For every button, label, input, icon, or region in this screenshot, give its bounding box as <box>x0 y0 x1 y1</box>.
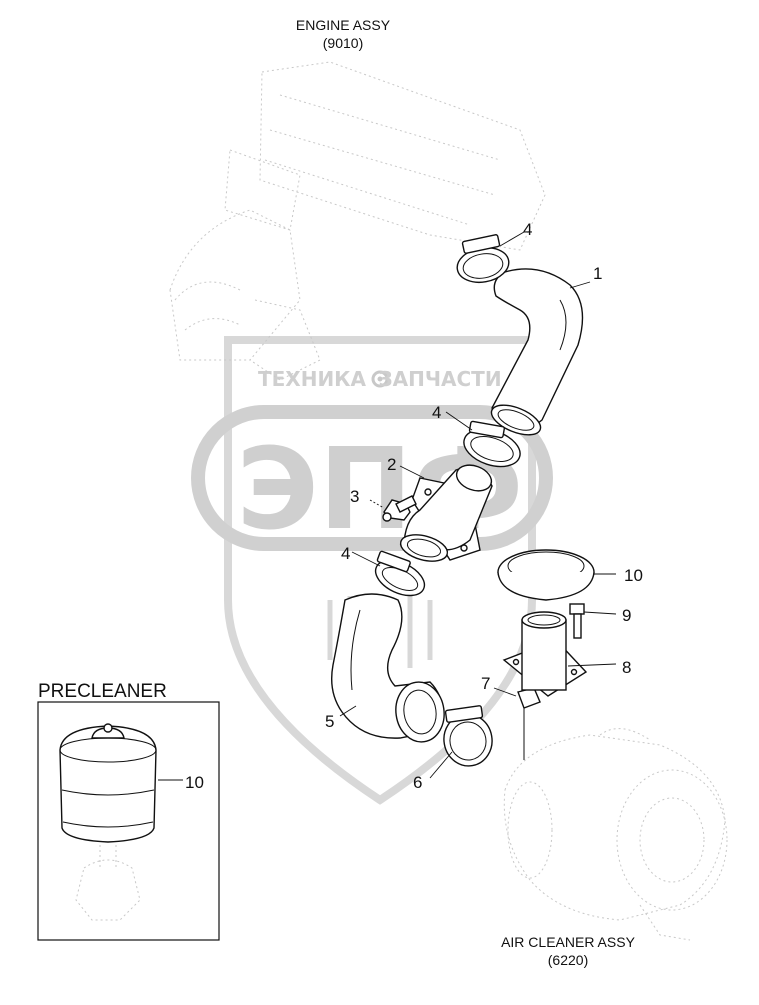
callout-9: 9 <box>622 606 631 625</box>
hose-clamp-top <box>456 234 510 284</box>
callout-10: 10 <box>624 566 643 585</box>
callout-1: 1 <box>593 264 602 283</box>
precleaner-cap <box>497 549 595 601</box>
hose-clamp-lower <box>374 550 426 597</box>
callout-6: 6 <box>413 773 422 792</box>
precleaner-title: PRECLEANER <box>38 681 167 702</box>
callout-8: 8 <box>622 658 631 677</box>
callout-4-top: 4 <box>523 220 532 239</box>
precleaner-inset-frame <box>37 701 220 941</box>
cap-bolt <box>569 603 585 639</box>
callout-4-lower: 4 <box>341 544 350 563</box>
precleaner-callout-10: 10 <box>185 773 204 792</box>
callout-7: 7 <box>481 674 490 693</box>
hose-clamp-middle <box>463 420 521 468</box>
flange-adapter <box>399 464 493 562</box>
leader-lines <box>339 231 617 779</box>
watermark-band <box>191 405 553 551</box>
air-cleaner-assy-code: (6220) <box>548 952 588 968</box>
bolt <box>369 495 417 522</box>
air-cleaner-assy-label: AIR CLEANER ASSY <box>501 934 635 950</box>
watermark-text-2: ЗАПЧАСТИ <box>378 367 501 391</box>
inlet-pipe <box>502 611 588 697</box>
engine-assy-label: ENGINE ASSY <box>296 17 391 33</box>
gear-icon <box>371 370 389 388</box>
callout-2: 2 <box>387 455 396 474</box>
watermark-text-1: ТЕХНИКА <box>258 367 367 391</box>
engine-assy-code: (9010) <box>323 35 363 51</box>
air-cleaner-ghost <box>503 728 728 941</box>
precleaner-detail <box>59 723 183 921</box>
callout-5: 5 <box>325 712 334 731</box>
hose-clamp-bottom <box>443 705 493 767</box>
upper-hose <box>490 268 584 436</box>
callout-3: 3 <box>350 487 359 506</box>
elbow-hose <box>330 593 445 743</box>
engine-ghost <box>169 61 546 381</box>
callout-4-middle: 4 <box>432 403 441 422</box>
clip-fitting <box>517 687 541 760</box>
